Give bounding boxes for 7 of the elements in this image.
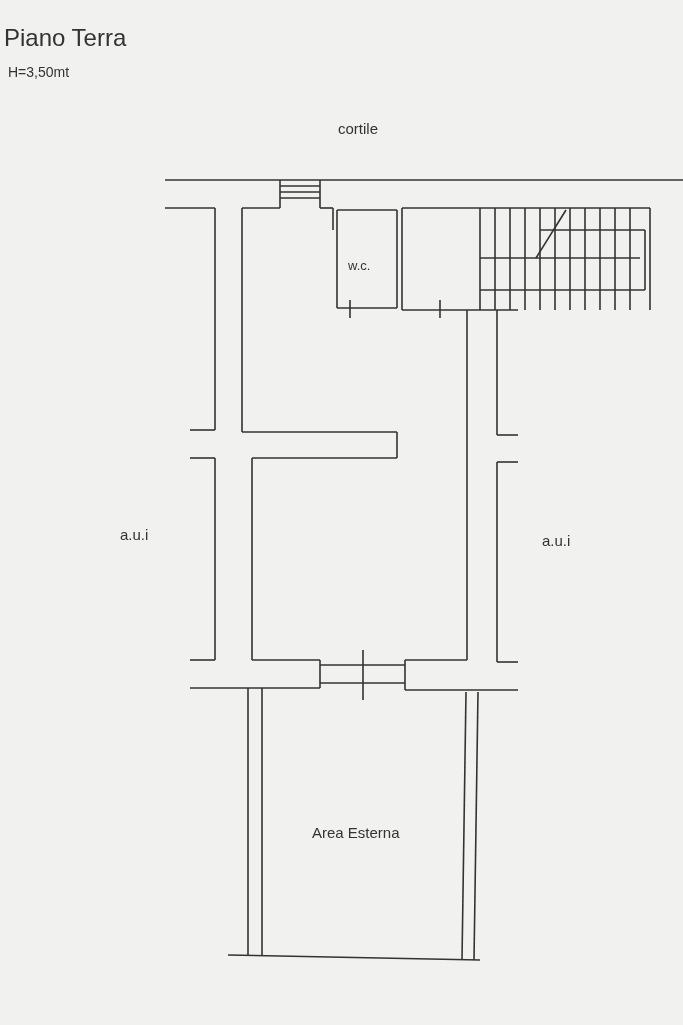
area-label: a.u.i bbox=[120, 526, 149, 543]
plan-title: Piano Terra bbox=[4, 24, 127, 52]
area-label: a.u.i bbox=[542, 532, 571, 549]
area-label: cortile bbox=[338, 120, 378, 137]
room-label: w.c. bbox=[348, 258, 371, 273]
height-note: H=3,50mt bbox=[8, 64, 70, 80]
area-label: Area Esterna bbox=[312, 824, 400, 841]
